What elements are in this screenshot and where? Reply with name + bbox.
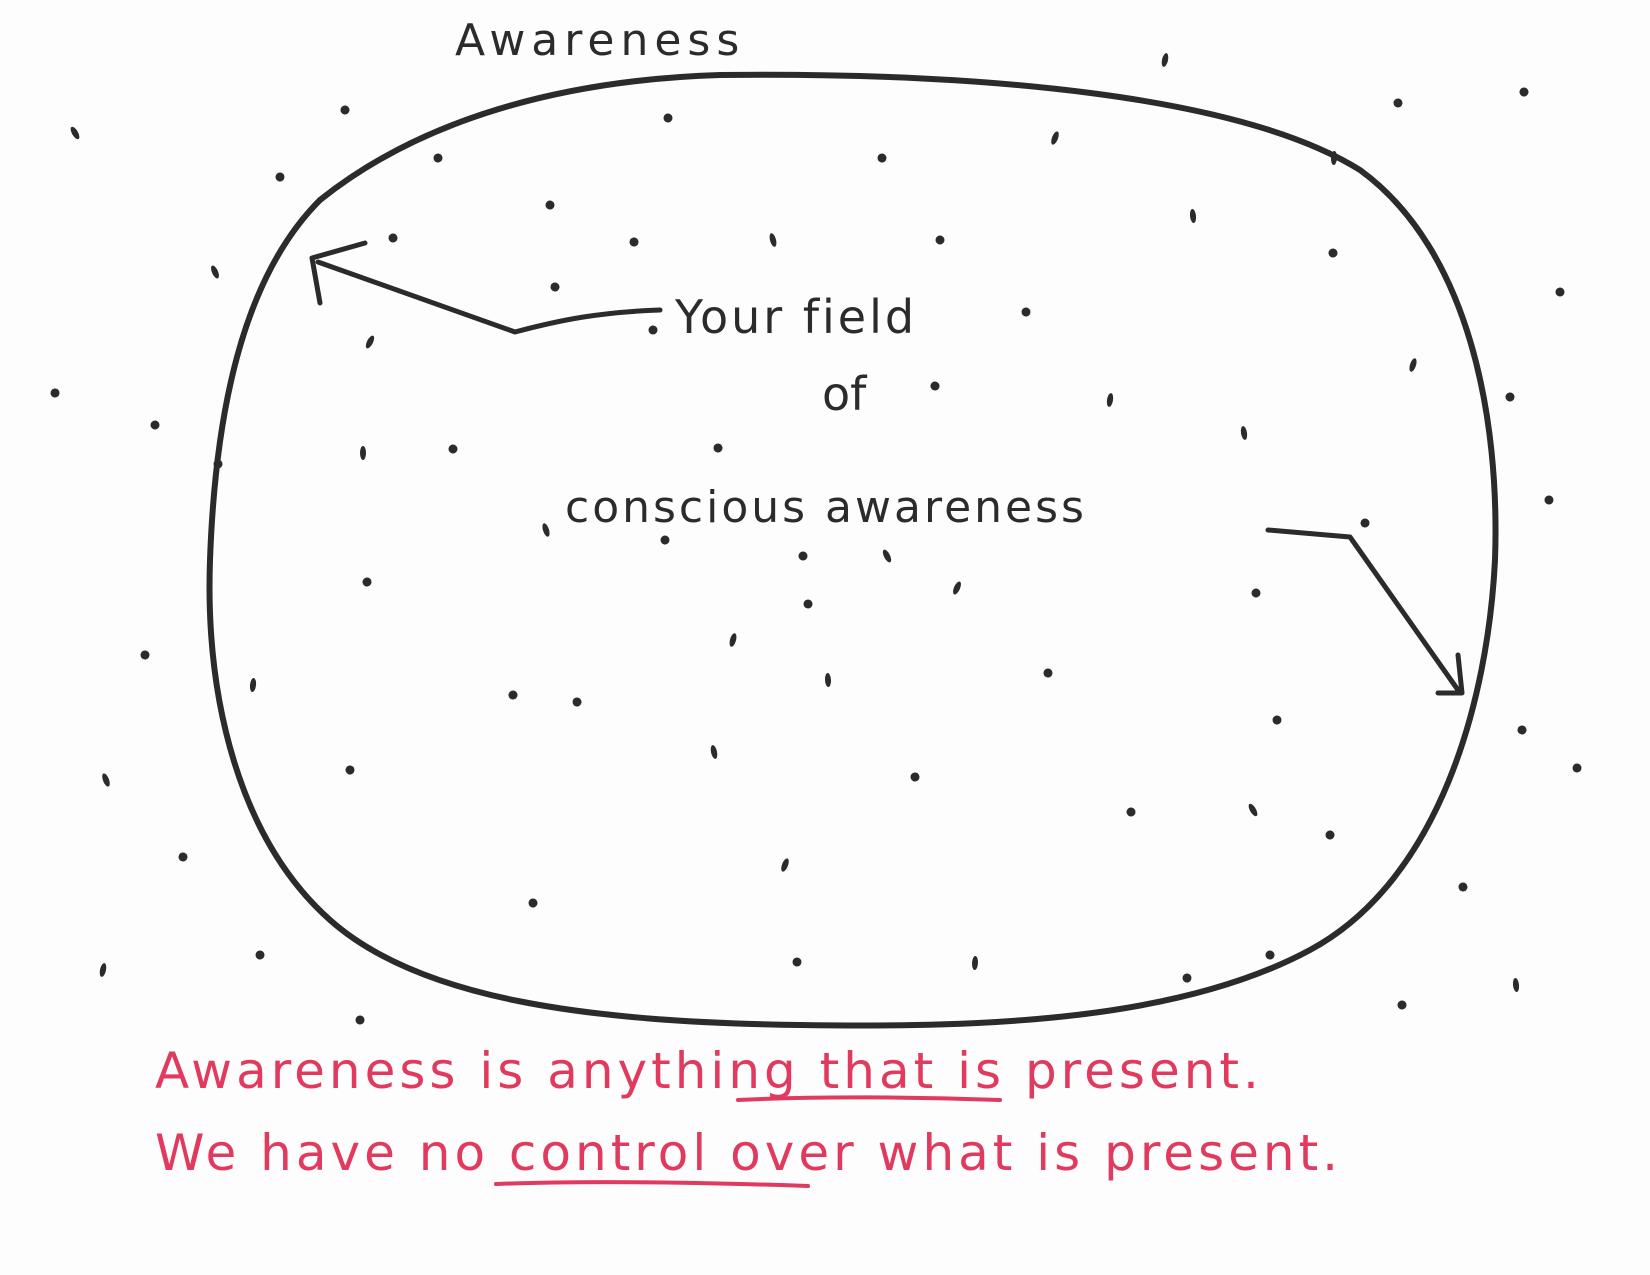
awareness-dot <box>1393 98 1403 108</box>
awareness-dot <box>769 233 777 247</box>
left-arrow-line <box>315 259 663 335</box>
awareness-dot <box>211 265 219 279</box>
awareness-dot <box>824 673 832 687</box>
awareness-dot <box>249 678 257 692</box>
caption-line1-after: that is present. <box>820 1042 1263 1100</box>
field-label-line1: Your field <box>674 290 917 344</box>
awareness-dot <box>1397 1000 1407 1010</box>
awareness-dot <box>433 153 443 163</box>
awareness-dot <box>362 577 372 587</box>
awareness-dot <box>1517 725 1527 735</box>
field-label-line2: of <box>822 367 868 421</box>
awareness-dot <box>1555 287 1565 297</box>
awareness-dot <box>140 650 150 660</box>
awareness-dot <box>1409 358 1417 372</box>
caption-line2-underline <box>494 1180 810 1188</box>
awareness-dot <box>340 105 350 115</box>
awareness-dot <box>448 444 458 454</box>
awareness-dot <box>1265 950 1275 960</box>
awareness-dot <box>1106 393 1114 407</box>
awareness-dot <box>803 599 813 609</box>
caption-line1-before: Awareness is <box>155 1042 547 1100</box>
awareness-dot <box>1021 307 1031 317</box>
awareness-dot <box>355 1015 365 1025</box>
awareness-dot <box>550 282 560 292</box>
caption-line2-before: We have <box>155 1124 419 1182</box>
awareness-dot <box>781 858 789 872</box>
awareness-dot <box>1458 882 1468 892</box>
awareness-dot <box>1182 973 1192 983</box>
awareness-dot <box>1572 763 1582 773</box>
caption-line1-underline <box>736 1095 1002 1102</box>
awareness-dot <box>542 523 550 537</box>
awareness-dot <box>99 963 107 977</box>
left-arrowhead-icon <box>309 240 368 306</box>
awareness-dot <box>1240 426 1248 440</box>
awareness-dot <box>882 549 892 563</box>
awareness-dot <box>798 551 808 561</box>
awareness-dot <box>971 956 979 970</box>
awareness-dot <box>877 153 887 163</box>
awareness-dot <box>792 957 802 967</box>
awareness-dot <box>388 233 398 243</box>
awareness-dot <box>1161 53 1169 67</box>
field-label-line3: conscious awareness <box>565 482 1087 533</box>
caption-line1-emphasis: anything <box>547 1042 800 1100</box>
awareness-dot <box>572 697 582 707</box>
field-boundary-circle <box>206 71 1499 1029</box>
awareness-dot <box>953 581 961 595</box>
awareness-dot <box>345 765 355 775</box>
awareness-dot <box>1272 715 1282 725</box>
awareness-dot <box>545 200 555 210</box>
awareness-dot <box>50 388 60 398</box>
caption-line1: Awareness is anything that is present. <box>155 1042 1263 1100</box>
right-arrow-line <box>1265 527 1461 693</box>
awareness-dot <box>1325 830 1335 840</box>
awareness-dot <box>910 772 920 782</box>
awareness-dot <box>150 420 160 430</box>
awareness-dot <box>1189 209 1197 223</box>
awareness-dot <box>1043 668 1053 678</box>
awareness-dot <box>713 443 723 453</box>
awareness-dot <box>1512 978 1520 992</box>
awareness-dot <box>508 690 518 700</box>
awareness-dot <box>930 381 940 391</box>
awareness-dot <box>648 325 658 335</box>
awareness-dot <box>70 126 80 140</box>
awareness-dot <box>528 898 538 908</box>
caption-line2-after: over what is present. <box>730 1124 1342 1182</box>
caption-line2-emphasis: no control <box>419 1124 711 1182</box>
awareness-dot <box>360 446 366 460</box>
awareness-title: Awareness <box>455 15 745 66</box>
awareness-dot <box>729 633 737 647</box>
awareness-dot <box>1544 495 1554 505</box>
caption-line2: We have no control over what is present. <box>155 1124 1342 1182</box>
awareness-dot <box>663 113 673 123</box>
awareness-dot <box>1519 87 1529 97</box>
awareness-dot <box>1251 588 1261 598</box>
awareness-dots <box>50 53 1582 1025</box>
awareness-dot <box>365 335 375 349</box>
awareness-dot <box>1505 392 1515 402</box>
awareness-dot <box>1248 803 1258 817</box>
awareness-dot <box>1330 151 1338 165</box>
awareness-dot <box>1328 248 1338 258</box>
awareness-dot <box>275 172 285 182</box>
awareness-dot <box>710 745 718 759</box>
awareness-dot <box>629 237 639 247</box>
awareness-dot <box>255 950 265 960</box>
awareness-dot <box>660 535 670 545</box>
awareness-dot <box>102 773 110 787</box>
awareness-dot <box>213 459 223 469</box>
awareness-dot <box>935 235 945 245</box>
awareness-dot <box>1360 518 1370 528</box>
right-arrowhead-icon <box>1435 652 1465 696</box>
awareness-dot <box>1051 131 1059 145</box>
awareness-dot <box>1126 807 1136 817</box>
awareness-dot <box>178 852 188 862</box>
